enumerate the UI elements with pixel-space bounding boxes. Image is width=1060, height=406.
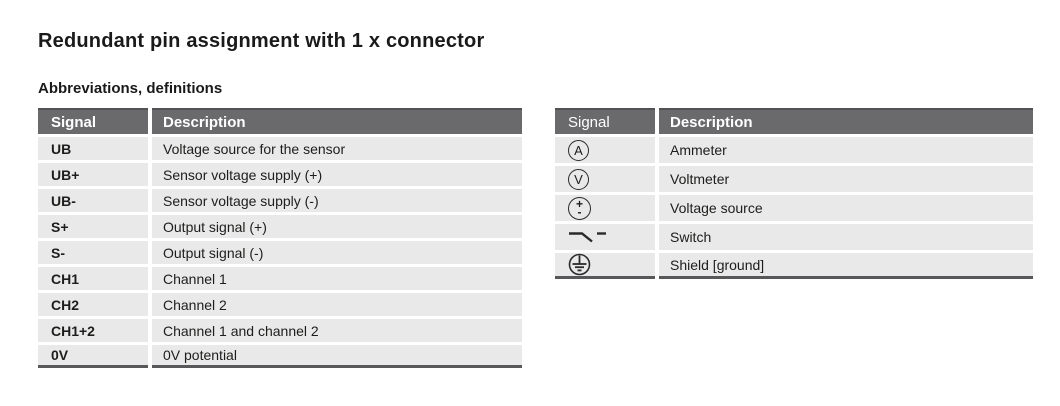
page-title: Redundant pin assignment with 1 x connec…: [38, 30, 485, 52]
signal-cell: CH2: [38, 293, 148, 316]
description-cell: Channel 1: [152, 267, 522, 290]
signal-column-header: Signal: [38, 108, 148, 134]
description-cell: Switch: [659, 224, 1033, 250]
description-column-header: Description: [152, 108, 522, 134]
description-cell: Voltmeter: [659, 166, 1033, 192]
description-cell: Channel 2: [152, 293, 522, 316]
signal-cell: CH1+2: [38, 319, 148, 342]
description-cell: Channel 1 and channel 2: [152, 319, 522, 342]
signal-cell: CH1: [38, 267, 148, 290]
table-row: UB+ Sensor voltage supply (+): [38, 163, 522, 186]
voltmeter-icon: V: [568, 168, 589, 190]
table-row: CH1 Channel 1: [38, 267, 522, 290]
symbol-cell: [555, 224, 655, 250]
symbol-cell: A: [555, 137, 655, 163]
table-row: S+ Output signal (+): [38, 215, 522, 238]
description-cell: Voltage source: [659, 195, 1033, 221]
table-row: S- Output signal (-): [38, 241, 522, 264]
signal-column-header: Signal: [555, 108, 655, 134]
description-cell: Output signal (+): [152, 215, 522, 238]
symbol-cell: + -: [555, 195, 655, 221]
symbols-table: Signal Description A Ammeter V Voltmeter…: [555, 108, 1033, 279]
signal-cell: UB-: [38, 189, 148, 212]
description-cell: Output signal (-): [152, 241, 522, 264]
description-cell: Ammeter: [659, 137, 1033, 163]
table-header-row: Signal Description: [555, 108, 1033, 134]
ammeter-icon: A: [568, 139, 589, 161]
description-cell: Sensor voltage supply (+): [152, 163, 522, 186]
description-cell: Shield [ground]: [659, 253, 1033, 279]
table-row: UB- Sensor voltage supply (-): [38, 189, 522, 212]
symbol-cell: V: [555, 166, 655, 192]
table-row: UB Voltage source for the sensor: [38, 137, 522, 160]
table-header-row: Signal Description: [38, 108, 522, 134]
table-row: CH1+2 Channel 1 and channel 2: [38, 319, 522, 342]
voltmeter-letter: V: [574, 171, 583, 187]
table-row: + - Voltage source: [555, 195, 1033, 221]
table-row: V Voltmeter: [555, 166, 1033, 192]
signal-cell: UB+: [38, 163, 148, 186]
signal-cell: UB: [38, 137, 148, 160]
description-cell: Sensor voltage supply (-): [152, 189, 522, 212]
symbol-cell: [555, 253, 655, 279]
voltage-source-icon: + -: [568, 196, 591, 220]
minus-sign: -: [577, 205, 582, 219]
abbreviations-table: Signal Description UB Voltage source for…: [38, 108, 522, 368]
table-row: CH2 Channel 2: [38, 293, 522, 316]
shield-ground-icon: [568, 253, 591, 276]
signal-cell: 0V: [38, 345, 148, 368]
signal-cell: S+: [38, 215, 148, 238]
switch-icon: [568, 230, 608, 244]
signal-cell: S-: [38, 241, 148, 264]
table-row: Shield [ground]: [555, 253, 1033, 279]
table-row: 0V 0V potential: [38, 345, 522, 368]
table-row: A Ammeter: [555, 137, 1033, 163]
section-subtitle: Abbreviations, definitions: [38, 80, 223, 97]
description-cell: 0V potential: [152, 345, 522, 368]
description-column-header: Description: [659, 108, 1033, 134]
ammeter-letter: A: [574, 142, 583, 158]
description-cell: Voltage source for the sensor: [152, 137, 522, 160]
plus-sign: +: [575, 197, 583, 211]
table-row: Switch: [555, 224, 1033, 250]
